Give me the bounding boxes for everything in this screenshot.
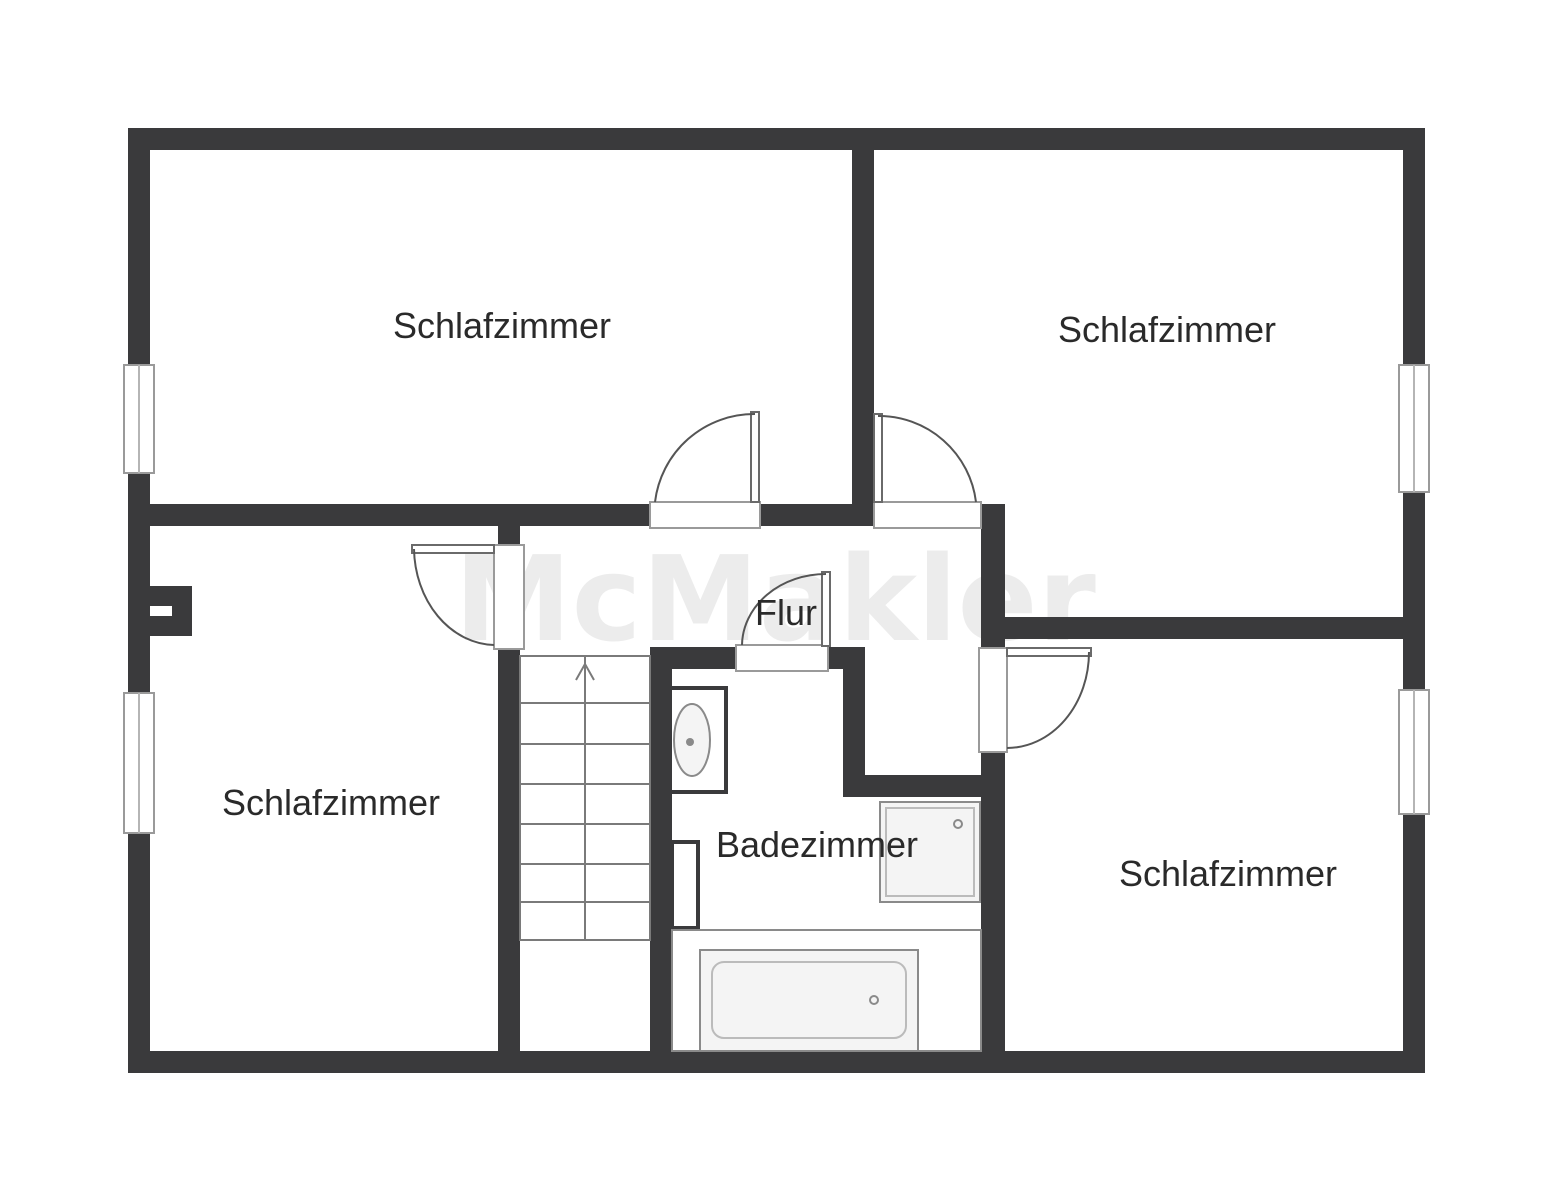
doors [411, 411, 1092, 753]
toilet-icon [670, 840, 700, 930]
door-bottom-left-bedroom [411, 544, 525, 650]
wall-notch [150, 606, 172, 616]
bathroom-fixtures [668, 686, 982, 1052]
room-label-bedroom-top-left: Schlafzimmer [393, 305, 611, 346]
staircase [519, 655, 651, 941]
door-bathroom [735, 571, 831, 672]
room-label-bedroom-bottom-left: Schlafzimmer [222, 782, 440, 823]
windows [123, 364, 1430, 834]
door-top-right-bedroom [873, 413, 982, 529]
window-left-top [123, 364, 155, 474]
room-label-hallway: Flur [755, 592, 817, 633]
window-right-top [1398, 364, 1430, 493]
room-label-bedroom-bottom-right: Schlafzimmer [1119, 853, 1337, 894]
window-left-bottom [123, 692, 155, 834]
door-bottom-right-bedroom [978, 647, 1092, 753]
door-top-left-bedroom [649, 411, 761, 529]
room-label-bedroom-top-right: Schlafzimmer [1058, 309, 1276, 350]
room-label-bathroom: Badezimmer [716, 824, 918, 865]
window-right-bottom [1398, 689, 1430, 815]
stair-arrow-icon [575, 661, 595, 681]
shower-icon [879, 801, 981, 903]
room-labels: Schlafzimmer Schlafzimmer Schlafzimmer S… [222, 305, 1337, 894]
